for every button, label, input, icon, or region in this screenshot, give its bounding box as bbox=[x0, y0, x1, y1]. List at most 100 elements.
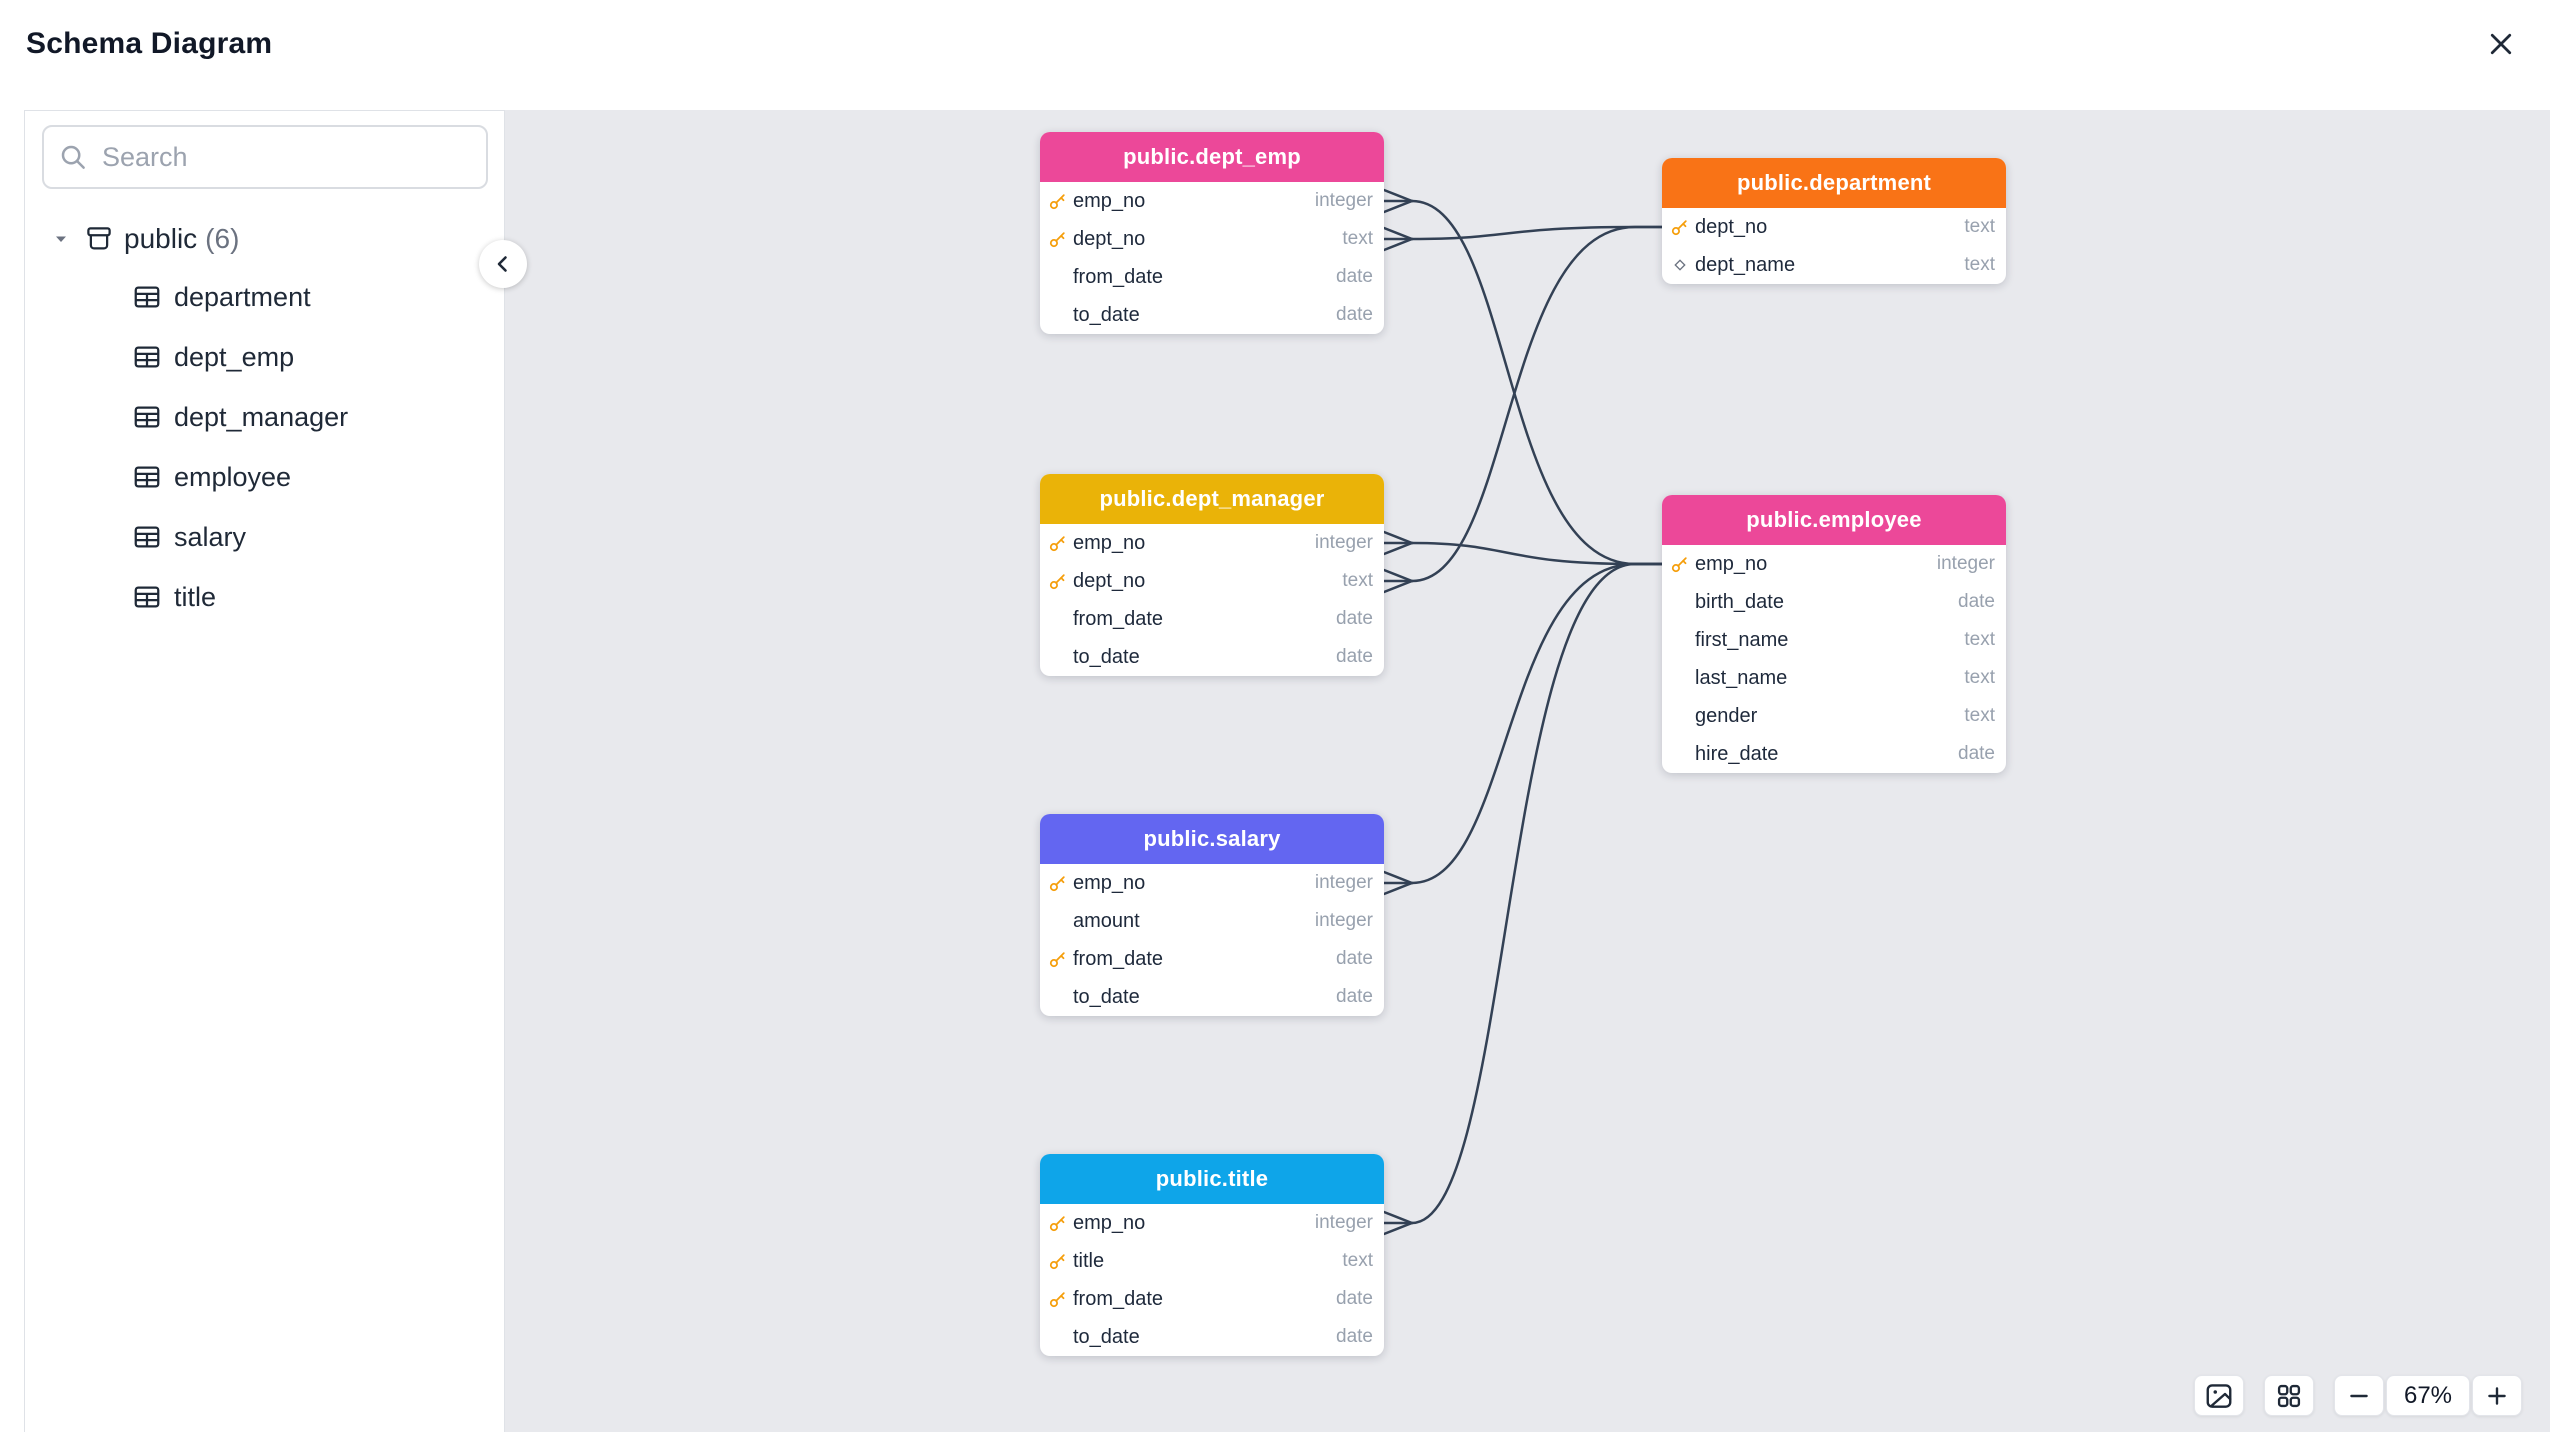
column-type: text bbox=[1342, 570, 1373, 591]
canvas-toolbar: 67% bbox=[2194, 1375, 2522, 1416]
export-image-button[interactable] bbox=[2194, 1375, 2244, 1416]
column-name: to_date bbox=[1073, 303, 1140, 326]
column-name: emp_no bbox=[1073, 531, 1146, 554]
column-type: integer bbox=[1314, 910, 1373, 931]
relationship-edge bbox=[1382, 188, 1664, 566]
table-node-header[interactable]: public.dept_manager bbox=[1040, 474, 1384, 524]
relationship-edge bbox=[1382, 225, 1664, 594]
main-area: public (6) departmentdept_empdept_manage… bbox=[0, 110, 2550, 1432]
column-type: date bbox=[1336, 266, 1373, 287]
column-type: date bbox=[1336, 1326, 1373, 1347]
relationship-edges bbox=[1382, 188, 1664, 1236]
sidebar-item-dept_emp[interactable]: dept_emp bbox=[42, 327, 488, 387]
chevron-left-icon bbox=[491, 252, 515, 276]
table-node-header[interactable]: public.dept_emp bbox=[1040, 132, 1384, 182]
column-type: text bbox=[1342, 1250, 1373, 1271]
column-type: date bbox=[1336, 986, 1373, 1007]
schema-name: public bbox=[124, 223, 198, 254]
column-name: emp_no bbox=[1073, 189, 1146, 212]
sidebar-item-dept_manager[interactable]: dept_manager bbox=[42, 387, 488, 447]
table-icon bbox=[132, 582, 162, 612]
column-type: date bbox=[1336, 1288, 1373, 1309]
column-type: text bbox=[1964, 667, 1995, 688]
primary-key-icon bbox=[1048, 192, 1067, 211]
column-type: integer bbox=[1936, 553, 1995, 574]
schema-tree-public[interactable]: public (6) bbox=[42, 211, 488, 267]
column-row[interactable]: birth_date date bbox=[1662, 583, 2006, 621]
primary-key-icon bbox=[1048, 874, 1067, 893]
column-row[interactable]: to_date date bbox=[1040, 296, 1384, 334]
column-type: date bbox=[1336, 304, 1373, 325]
column-type: date bbox=[1958, 743, 1995, 764]
primary-key-icon bbox=[1048, 230, 1067, 249]
column-type: text bbox=[1342, 228, 1373, 249]
table-node-header[interactable]: public.employee bbox=[1662, 495, 2006, 545]
plus-icon bbox=[2484, 1383, 2510, 1409]
column-row[interactable]: dept_name text bbox=[1662, 246, 2006, 284]
unique-diamond-icon bbox=[1670, 257, 1689, 273]
column-type: date bbox=[1336, 608, 1373, 629]
sidebar-collapse-button[interactable] bbox=[479, 240, 527, 288]
sidebar-item-title[interactable]: title bbox=[42, 567, 488, 627]
primary-key-icon bbox=[1048, 950, 1067, 969]
column-row[interactable]: to_date date bbox=[1040, 1318, 1384, 1356]
column-type: text bbox=[1964, 216, 1995, 237]
primary-key-icon bbox=[1670, 555, 1689, 574]
primary-key-icon bbox=[1048, 534, 1067, 553]
grid-layout-icon bbox=[2275, 1382, 2303, 1410]
column-name: first_name bbox=[1695, 628, 1789, 651]
column-type: date bbox=[1958, 591, 1995, 612]
column-type: text bbox=[1964, 705, 1995, 726]
column-type: date bbox=[1336, 646, 1373, 667]
column-name: birth_date bbox=[1695, 590, 1784, 613]
sidebar-item-employee[interactable]: employee bbox=[42, 447, 488, 507]
column-name: from_date bbox=[1073, 947, 1164, 970]
close-button[interactable] bbox=[2482, 25, 2520, 63]
column-type: text bbox=[1964, 254, 1995, 275]
zoom-in-button[interactable] bbox=[2472, 1375, 2522, 1416]
sidebar-item-salary[interactable]: salary bbox=[42, 507, 488, 567]
relationship-edge bbox=[1382, 225, 1664, 252]
table-node-header[interactable]: public.title bbox=[1040, 1154, 1384, 1204]
table-node-header[interactable]: public.department bbox=[1662, 158, 2006, 208]
table-name-label: title bbox=[174, 581, 217, 612]
caret-down-icon[interactable] bbox=[50, 229, 72, 249]
schema-table-count: (6) bbox=[205, 223, 240, 254]
table-node-header[interactable]: public.salary bbox=[1040, 814, 1384, 864]
sidebar-item-department[interactable]: department bbox=[42, 267, 488, 327]
minus-icon bbox=[2346, 1383, 2372, 1409]
page-title: Schema Diagram bbox=[26, 27, 273, 60]
zoom-out-button[interactable] bbox=[2334, 1375, 2384, 1416]
search-input[interactable] bbox=[100, 140, 472, 174]
auto-layout-button[interactable] bbox=[2264, 1375, 2314, 1416]
column-name: dept_name bbox=[1695, 253, 1796, 276]
column-name: to_date bbox=[1073, 1325, 1140, 1348]
